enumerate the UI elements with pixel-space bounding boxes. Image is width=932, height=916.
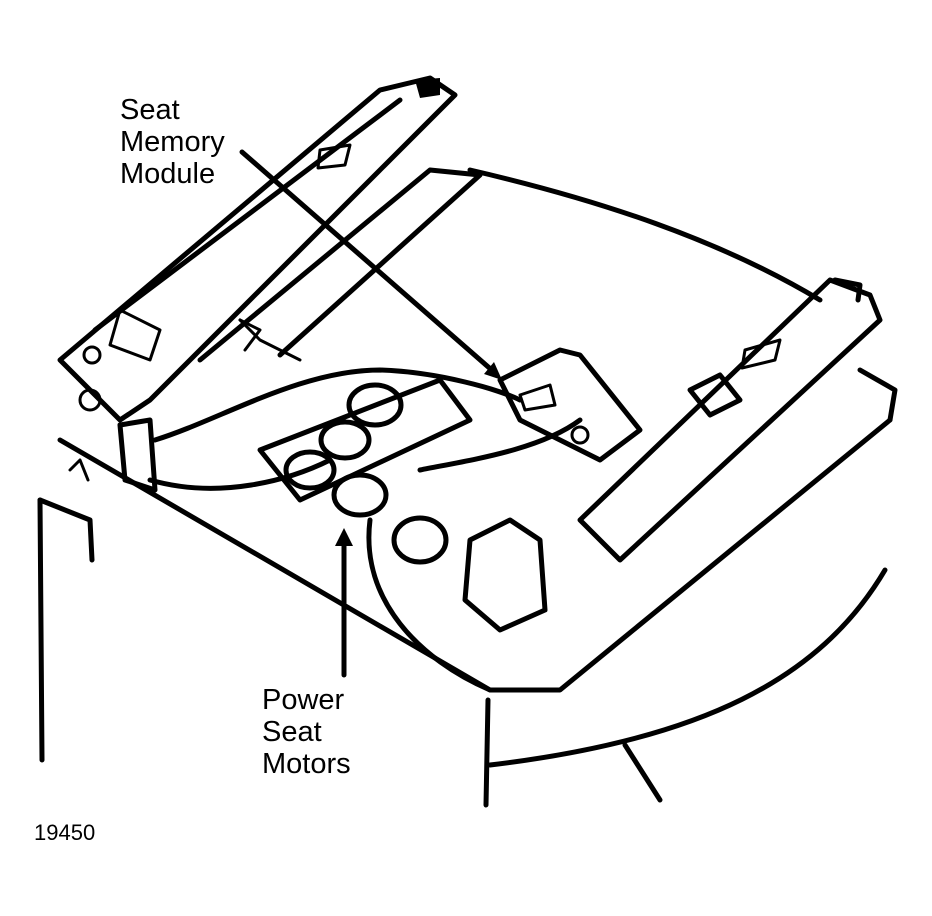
seat-cushion-outline [37, 167, 888, 808]
power-seat-motors-label-line-3: Motors [262, 748, 351, 780]
seat-memory-module-label-line-3: Module [120, 158, 216, 190]
wiring-harness [147, 318, 583, 491]
front-frame [57, 417, 893, 693]
power-seat-motors-label: Power Seat Motors [262, 684, 351, 780]
power-seat-motors-label-line-1: Power [262, 684, 345, 716]
seat-memory-module-label-line-2: Memory [120, 126, 225, 158]
figure-number: 19450 [34, 820, 96, 845]
right-seat-track [577, 277, 898, 563]
seat-memory-module-label-line-1: Seat [120, 94, 180, 126]
power-seat-motors-body [257, 377, 548, 693]
left-seat-track [57, 75, 458, 423]
seat-memory-module-body [497, 347, 643, 463]
leader-lines [239, 149, 502, 678]
seat-memory-module-label: Seat Memory Module [120, 94, 225, 190]
rear-frame [197, 167, 483, 363]
power-seat-motors-label-line-2: Seat [262, 716, 322, 748]
